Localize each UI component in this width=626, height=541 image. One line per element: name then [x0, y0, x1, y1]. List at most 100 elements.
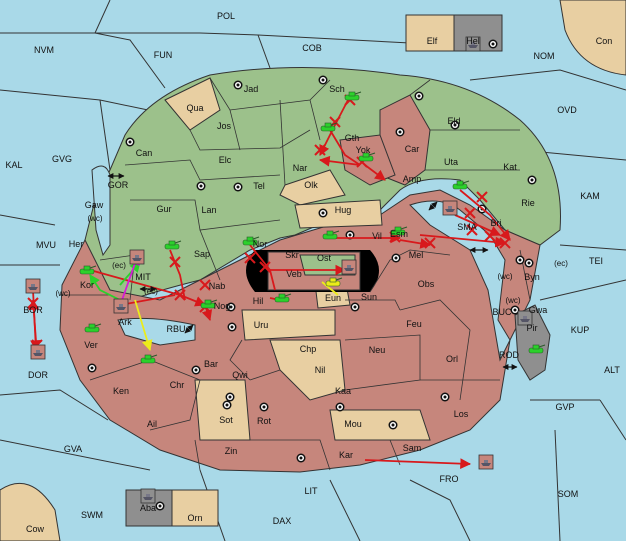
- supply-center-icon: [125, 137, 135, 147]
- tan-regions: [164, 77, 431, 441]
- army-icon[interactable]: [79, 265, 97, 275]
- sea-label-tei: TEI: [589, 256, 603, 266]
- dislodge-x-icon: [466, 224, 478, 236]
- province-label-obs: Obs: [418, 279, 435, 289]
- supply-center-icon: [155, 501, 165, 511]
- supply-center-icon: [233, 182, 243, 192]
- province-label-ken: Ken: [113, 386, 129, 396]
- province-label-zin: Zin: [225, 446, 238, 456]
- supply-center-icon: [196, 181, 206, 191]
- province-label-mel: Mel: [409, 250, 424, 260]
- army-icon[interactable]: [84, 323, 102, 333]
- supply-center-icon: [87, 363, 97, 373]
- dislodge-x-icon: [499, 237, 511, 249]
- sea-label-con: Con: [596, 36, 613, 46]
- sea-label-nvm: NVM: [34, 45, 54, 55]
- dislodge-x-icon: [174, 289, 186, 301]
- province-label-gaw: Gaw: [85, 200, 104, 210]
- province-label-sma: SMA: [457, 222, 477, 232]
- army-icon[interactable]: [390, 226, 408, 236]
- army-icon[interactable]: [242, 236, 260, 246]
- province-label-car: Car: [405, 144, 420, 154]
- sea-label-mit: MIT: [135, 272, 151, 282]
- province-label-qua: Qua: [186, 103, 203, 113]
- province-label-yok: Yok: [356, 145, 371, 155]
- supply-center-icon: [335, 402, 345, 412]
- province-label-amp: Amp: [403, 174, 422, 184]
- sea-label-bor: BOR: [23, 305, 43, 315]
- province-label-sun: Sun: [361, 292, 377, 302]
- province-label-chp: Chp: [300, 344, 317, 354]
- province-label-ark: Ark: [118, 317, 132, 327]
- supply-center-icon: [391, 253, 401, 263]
- province-label-sam: Sam: [403, 443, 422, 453]
- supply-center-icon: [318, 75, 328, 85]
- sea-label-gvg: GVG: [52, 154, 72, 164]
- province-label-hil: Hil: [253, 296, 264, 306]
- sea-label-cob: COB: [302, 43, 322, 53]
- province-label-kor: Kor: [80, 280, 94, 290]
- fleet-icon[interactable]: [113, 298, 129, 314]
- fleet-icon[interactable]: [465, 36, 481, 52]
- supply-center-icon: [388, 420, 398, 430]
- sea-label-mvu: MVU: [36, 240, 56, 250]
- province-label-kar: Kar: [339, 450, 353, 460]
- coast-label: (wc): [497, 272, 512, 281]
- dislodge-x-icon: [476, 191, 488, 203]
- army-icon[interactable]: [322, 230, 340, 240]
- supply-centers: [87, 39, 537, 511]
- fleet-icon[interactable]: [442, 200, 458, 216]
- province-label-hel: Hel: [466, 36, 480, 46]
- sea-label-som: SOM: [558, 489, 579, 499]
- province-label-esm: Esm: [390, 229, 408, 239]
- army-icon[interactable]: [164, 240, 182, 250]
- dislodge-x-icon: [329, 116, 341, 128]
- fleet-icon[interactable]: [30, 344, 46, 360]
- sea-label-fun: FUN: [154, 50, 173, 60]
- army-icon[interactable]: [140, 354, 158, 364]
- dislodge-x-icon: [244, 252, 256, 264]
- dislodge-x-icon: [169, 256, 181, 268]
- province-label-chr: Chr: [170, 380, 185, 390]
- army-icon[interactable]: [528, 344, 546, 354]
- province-label-eun: Eun: [325, 293, 341, 303]
- sea-label-fro: FRO: [440, 474, 459, 484]
- province-label-los: Los: [454, 409, 469, 419]
- fleet-icon[interactable]: [517, 310, 533, 326]
- army-icon[interactable]: [274, 293, 292, 303]
- supply-center-icon: [318, 208, 328, 218]
- cow-coast: [0, 482, 61, 541]
- fleet-icon[interactable]: [341, 259, 357, 275]
- fleet-icon[interactable]: [25, 278, 41, 294]
- province-label-orn: Orn: [187, 513, 202, 523]
- fleet-icon[interactable]: [129, 249, 145, 265]
- supply-center-icon: [510, 305, 520, 315]
- army-icon[interactable]: [325, 277, 343, 287]
- supply-center-icon: [515, 255, 525, 265]
- province-label-can: Can: [136, 148, 153, 158]
- army-icon[interactable]: [452, 180, 470, 190]
- sea-label-lit: LIT: [304, 486, 318, 496]
- supply-center-icon: [226, 302, 236, 312]
- sea-label-kam: KAM: [580, 191, 600, 201]
- army-icon[interactable]: [344, 91, 362, 101]
- province-label-hug: Hug: [335, 205, 352, 215]
- supply-center-icon: [227, 322, 237, 332]
- coast-label: (ec): [112, 261, 126, 270]
- province-label-skr: Skr: [285, 250, 299, 260]
- army-icon[interactable]: [320, 122, 338, 132]
- supply-center-icon: [488, 39, 498, 49]
- sea-label-cow: Cow: [26, 524, 45, 534]
- supply-center-icon: [395, 127, 405, 137]
- army-icon[interactable]: [358, 152, 376, 162]
- army-icon[interactable]: [200, 299, 218, 309]
- province-label-ost: Ost: [317, 253, 332, 263]
- province-label-tel: Tel: [253, 181, 265, 191]
- fleet-icon[interactable]: [478, 454, 494, 470]
- province-label-uru: Uru: [254, 320, 269, 330]
- sea-label-pol: POL: [217, 11, 235, 21]
- fleet-icon[interactable]: [140, 488, 156, 504]
- supply-center-icon: [527, 175, 537, 185]
- supply-center-icon: [233, 80, 243, 90]
